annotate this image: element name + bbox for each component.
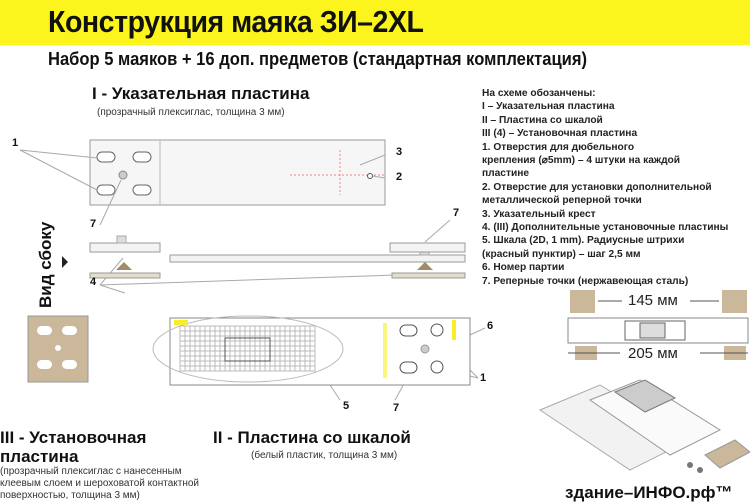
legend-item: 7. Реперные точки (нержавеющая сталь) (482, 275, 689, 287)
legend-list: На схеме обозанчены: I – Указательная пл… (482, 87, 728, 288)
legend-item: 4. (III) Дополнительные установочные пла… (482, 222, 729, 234)
side-view-label: Вид сбоку (36, 221, 55, 308)
legend-item: пластине (482, 168, 530, 180)
legend-item: I – Указательная пластина (482, 101, 615, 113)
legend-item: 6. Номер партии (482, 262, 565, 274)
plate1-note: (прозрачный плексиглас, толщина 3 мм) (97, 107, 285, 118)
dimension-outer: 205 мм (628, 345, 678, 362)
plate2-title: II - Пластина со шкалой (213, 428, 411, 447)
plate1-drawing (89, 139, 386, 206)
plate2-note: (белый пластик, толщина 3 мм) (251, 450, 398, 461)
dimension-inner: 145 мм (628, 292, 678, 309)
plate1-title: I - Указательная пластина (92, 84, 310, 103)
plate3-title-line1: III - Установочная (0, 428, 147, 447)
legend-item: 2. Отверстие для установки дополнительно… (482, 181, 712, 193)
plate3-note: клеевым слоем и шероховатой контактной (0, 478, 200, 489)
legend-item: крепления (⌀5mm) – 4 штуки на каждой (482, 155, 681, 167)
callout-3: 3 (396, 146, 403, 158)
dimension-drawing (567, 290, 749, 360)
callout-1: 1 (480, 372, 487, 384)
legend-item: металлической реперной точки (482, 195, 642, 207)
callout-5: 5 (343, 400, 350, 412)
plate3-title-line2: пластина (0, 447, 79, 466)
legend-item: 3. Указательный крест (482, 208, 596, 220)
legend-item: (красный пунктир) – шаг 2,5 мм (482, 248, 641, 260)
side-view-drawing (62, 235, 466, 279)
3d-view-drawing (538, 379, 750, 473)
legend-item: На схеме обозанчены: (482, 88, 596, 99)
callout-7: 7 (90, 218, 97, 230)
legend-item: 1. Отверстия для дюбельного (482, 141, 635, 153)
page-subtitle: Набор 5 маяков + 16 доп. предметов (стан… (48, 49, 588, 69)
plate3-note: (прозрачный плексиглас с нанесенным (0, 466, 182, 477)
legend-item: II – Пластина со шкалой (482, 114, 603, 126)
callout-7: 7 (393, 402, 400, 414)
brand-logo: здание–ИНФО.рф™ (565, 483, 733, 502)
callout-2: 2 (396, 171, 403, 183)
legend-item: III (4) – Установочная пластина (482, 128, 638, 140)
callout-4: 4 (90, 276, 97, 288)
page-title: Конструкция маяка ЗИ–2XL (48, 4, 424, 39)
plate2-drawing (152, 315, 471, 386)
legend-item: 5. Шкала (2D, 1 mm). Радиусные штрихи (482, 235, 685, 247)
plate3-drawing (27, 315, 89, 383)
plate3-note: поверхностью, толщина 3 мм) (0, 490, 140, 501)
callout-6: 6 (487, 320, 494, 332)
callout-1: 1 (12, 137, 19, 149)
title-band (0, 0, 750, 45)
callout-7: 7 (453, 207, 460, 219)
